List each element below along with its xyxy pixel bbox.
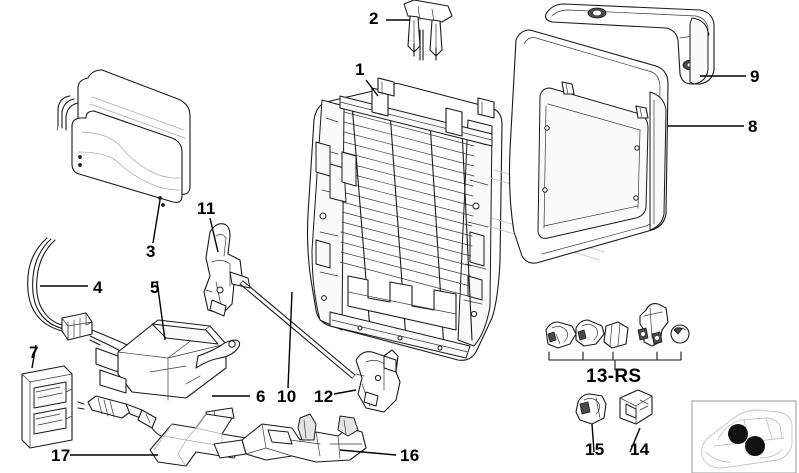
callout-17[interactable]: 17 [51,446,71,465]
clip-set-13rs [545,303,690,371]
round-cap [670,324,690,344]
part-trim-clip-15 [575,393,607,425]
callout-12[interactable]: 12 [314,387,334,406]
clip-c [603,321,629,349]
vehicle-location-inset [691,400,797,473]
part-backrest-pad [56,69,191,207]
part-push-rod [239,280,356,379]
part-seat-back-frame [306,77,503,361]
callout-15[interactable]: 15 [585,440,605,459]
callout-10[interactable]: 10 [277,387,297,406]
clip-a [545,321,577,349]
callout-13-rs[interactable]: 13-RS [586,366,642,387]
callout-8[interactable]: 8 [748,117,758,136]
callout-16[interactable]: 16 [400,446,420,465]
part-wiring-harness [27,237,135,357]
part-trim-clip-14 [619,389,653,425]
leader-lines [31,19,746,456]
seat-marker-dot [745,436,765,456]
part-upper-trim [545,3,715,85]
clip-b [575,319,605,347]
callout-4[interactable]: 4 [93,278,103,297]
part-control-unit [95,319,241,401]
callout-11[interactable]: 11 [197,199,216,218]
part-latch-mechanism [213,413,367,463]
callout-3[interactable]: 3 [146,242,156,261]
callout-9[interactable]: 9 [750,67,760,86]
part-headrest-guide [403,0,453,61]
callout-1[interactable]: 1 [355,60,365,79]
part-heating-mat [149,413,247,467]
callout-6[interactable]: 6 [256,387,266,406]
part-back-panel [508,29,669,264]
screw-boss-icon [587,7,607,19]
callout-2[interactable]: 2 [369,9,379,28]
callout-7[interactable]: 7 [29,343,39,362]
callout-5[interactable]: 5 [150,278,160,297]
callout-14[interactable]: 14 [630,440,650,459]
part-actuator-upper [203,223,251,317]
part-actuator-lower [355,349,401,413]
seat-marker-dot [728,424,748,444]
part-relay-block [21,365,73,449]
lever-bracket [637,303,669,347]
